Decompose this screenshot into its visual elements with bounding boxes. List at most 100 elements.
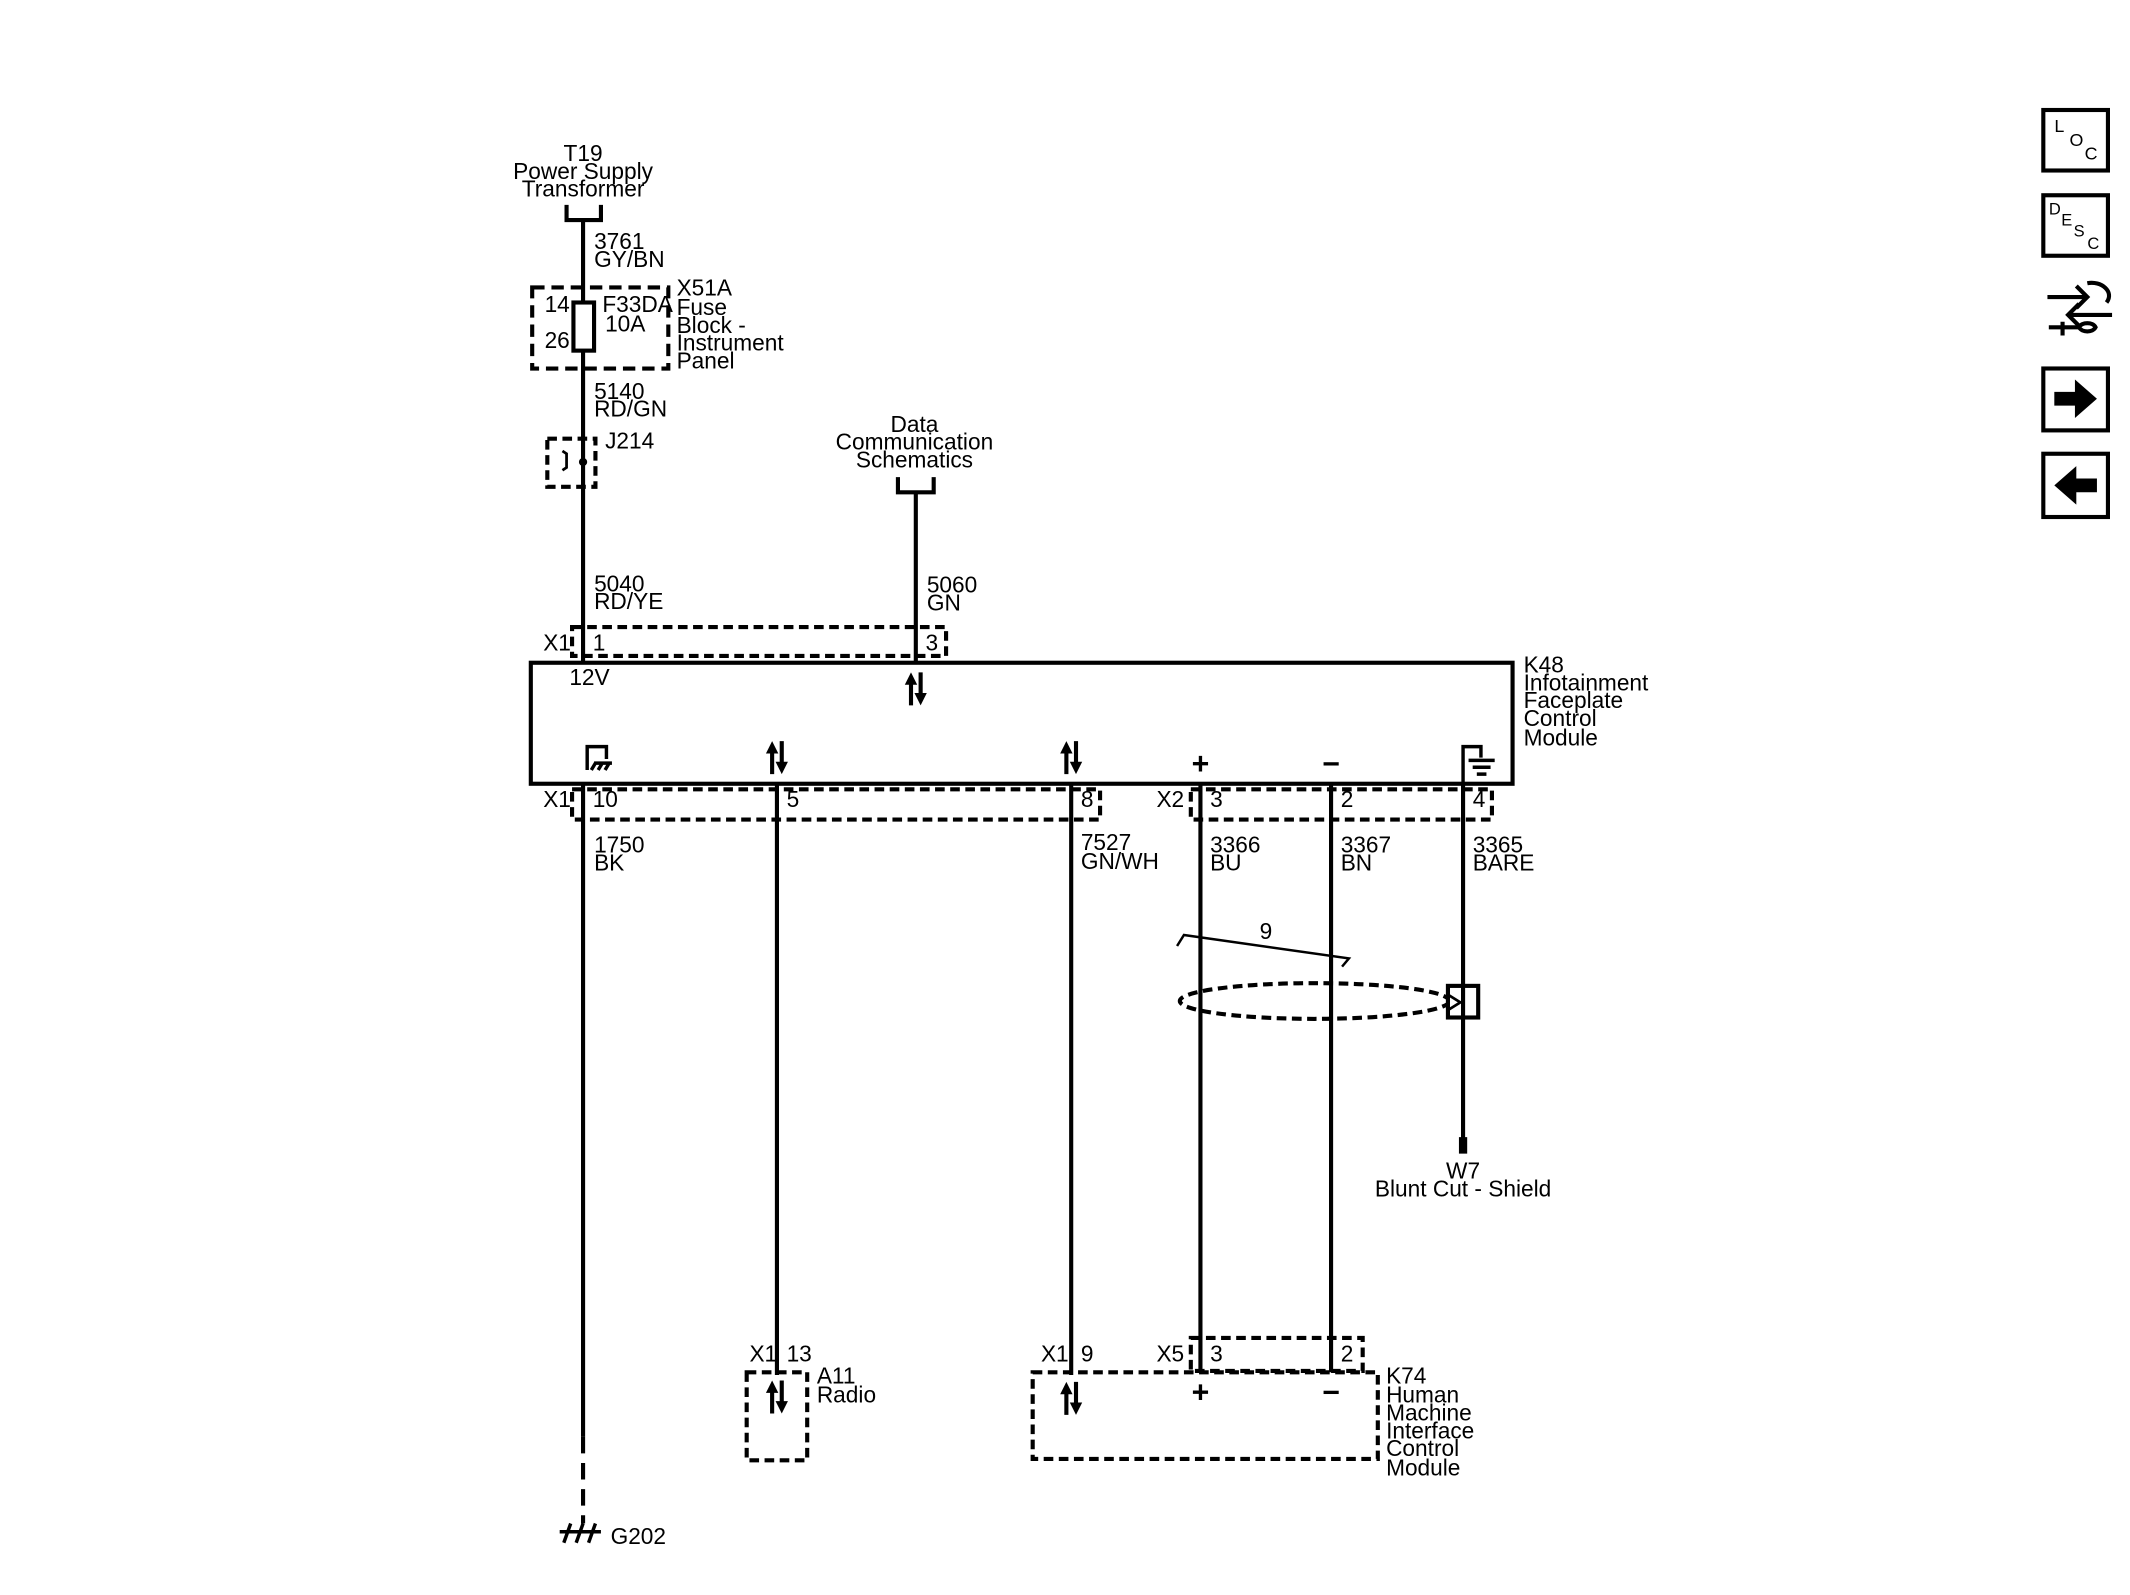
g202-label: G202 <box>611 1523 666 1549</box>
w7-label: W7 <box>1446 1157 1480 1183</box>
serial-data-arrows-icon <box>766 1381 788 1414</box>
data-communication-schematics-reference[interactable]: Data Communication Schematics <box>836 411 994 495</box>
connector-pin: 2 <box>1341 1340 1354 1366</box>
k74-label: Interface <box>1386 1417 1474 1443</box>
desc-button[interactable]: D E S C <box>2041 193 2110 258</box>
k74-label: Machine <box>1386 1399 1472 1425</box>
x51a-label: Panel <box>677 348 735 374</box>
connector-name: X1 <box>543 629 571 655</box>
wire-3365-color: BARE <box>1473 849 1535 875</box>
wire-7527-color: GN/WH <box>1081 848 1159 874</box>
k48-connector-x1-bottom: X1 10 5 8 <box>543 786 1103 822</box>
j214-splice: J214 <box>545 427 654 489</box>
connector-name: X1 <box>543 786 571 812</box>
wire-5040-circuit: 5040 <box>594 570 644 596</box>
wire-5040-color: RD/YE <box>594 588 663 614</box>
k48-module-box <box>528 660 1515 786</box>
dcs-terminal-bracket <box>895 477 936 495</box>
loc-letter: C <box>2085 144 2098 164</box>
connector-pin: 3 <box>1210 1340 1223 1366</box>
x51a-label: X51A <box>677 275 733 301</box>
w7-blunt-cut-shield: W7 Blunt Cut - Shield <box>1375 1137 1551 1201</box>
next-page-button[interactable] <box>2041 366 2110 433</box>
connector-pin: 4 <box>1473 786 1486 812</box>
k74-human-machine-interface-control-module: X1 9 X5 3 2 + − K74 Human Machine Interf… <box>1030 1335 1474 1480</box>
fuse-f33da-symbol <box>571 300 597 353</box>
k48-label: Module <box>1524 724 1598 750</box>
connector-pin: 3 <box>925 629 938 655</box>
connector-repair-icon <box>2047 280 2113 336</box>
x51a-fuse-block: 14 26 F33DA 10A X51A Fuse Block - Instru… <box>530 275 785 374</box>
k74-minus-sign: − <box>1322 1377 1340 1410</box>
wire-3366-color: BU <box>1210 849 1242 875</box>
loc-letter: O <box>2069 130 2083 150</box>
connector-name: X2 <box>1156 786 1184 812</box>
serial-data-arrows-icon <box>905 672 927 705</box>
k74-plus-sign: + <box>1192 1377 1210 1410</box>
connector-boundary <box>570 787 1103 822</box>
previous-page-frame <box>2041 451 2110 520</box>
t19-terminal-bracket <box>564 204 603 223</box>
serial-data-arrows-icon <box>1060 741 1082 774</box>
splice-boundary <box>545 436 598 489</box>
ground-icon <box>559 1522 601 1544</box>
desc-letter: C <box>2087 235 2099 253</box>
next-page-arrow-icon <box>2054 379 2097 418</box>
wire-3367-circuit: 3367 <box>1341 832 1391 858</box>
shield-ellipse <box>1177 981 1452 1021</box>
blunt-cut-end <box>1458 1137 1468 1154</box>
t19-label: Power Supply <box>513 158 654 184</box>
connector-name: X1 <box>749 1340 777 1366</box>
serial-data-arrows-icon <box>766 741 788 774</box>
dcs-label: Schematics <box>856 447 973 473</box>
t19-label: T19 <box>564 140 603 166</box>
desc-letter: E <box>2061 212 2072 230</box>
previous-page-button[interactable] <box>2041 451 2110 520</box>
x51a-label: Instrument <box>677 330 785 356</box>
loc-button[interactable]: L O C <box>2041 107 2110 173</box>
connector-repair-button[interactable] <box>2040 275 2117 347</box>
a11-radio: X1 13 A11 Radio <box>744 1340 876 1463</box>
dcs-label: Communication <box>836 429 994 455</box>
g202-ground: G202 <box>559 1522 666 1549</box>
k48-label: K48 <box>1524 651 1564 677</box>
t19-label: Transformer <box>522 176 645 202</box>
wire-5140-color: RD/GN <box>594 396 667 422</box>
serial-data-arrows-icon <box>1060 1382 1082 1415</box>
connector-pin: 1 <box>593 629 606 655</box>
fuse-name: F33DA <box>602 291 673 317</box>
k74-module-box <box>1030 1370 1380 1461</box>
connector-pin: 13 <box>787 1340 812 1366</box>
k48-connector-x1-top: X1 1 3 <box>543 624 949 658</box>
k74-label: K74 <box>1386 1362 1426 1388</box>
connector-pin: 9 <box>1081 1340 1094 1366</box>
k48-plus-sign: + <box>1192 748 1210 781</box>
connector-pin: 10 <box>593 786 618 812</box>
previous-page-arrow-icon <box>2054 466 2097 505</box>
j214-label: J214 <box>605 427 654 453</box>
connector-pin: 3 <box>1210 786 1223 812</box>
k48-infotainment-faceplate-control-module: 12V + − K48 Infotainment Faceplate Contr… <box>528 651 1649 786</box>
k74-label: Control <box>1386 1435 1459 1461</box>
loc-letter: L <box>2054 116 2064 136</box>
twisted-pair-indicator: 9 <box>1176 918 1352 968</box>
twist-label: 9 <box>1260 918 1273 944</box>
wire-3761-circuit: 3761 <box>594 228 644 254</box>
wire-3366-circuit: 3366 <box>1210 832 1260 858</box>
connector-name: X5 <box>1156 1340 1184 1366</box>
connector-name: X1 <box>1041 1340 1069 1366</box>
w7-label: Blunt Cut - Shield <box>1375 1175 1551 1201</box>
twist-line <box>1176 933 1352 968</box>
fuse-block-boundary <box>530 285 671 371</box>
wire-3367-color: BN <box>1341 849 1373 875</box>
k48-label: Infotainment <box>1524 669 1649 695</box>
wire-5060-circuit: 5060 <box>927 572 977 598</box>
x51a-label: Fuse <box>677 294 727 320</box>
connector-pin: 2 <box>1341 786 1354 812</box>
signal-ground-icon <box>1461 744 1495 784</box>
wire-7527-circuit: 7527 <box>1081 829 1131 855</box>
k74-label: Human <box>1386 1382 1459 1408</box>
desc-letter: D <box>2049 201 2061 219</box>
t19-power-supply-transformer: T19 Power Supply Transformer <box>513 140 654 223</box>
k74-connector-x5-boundary <box>1188 1335 1365 1373</box>
